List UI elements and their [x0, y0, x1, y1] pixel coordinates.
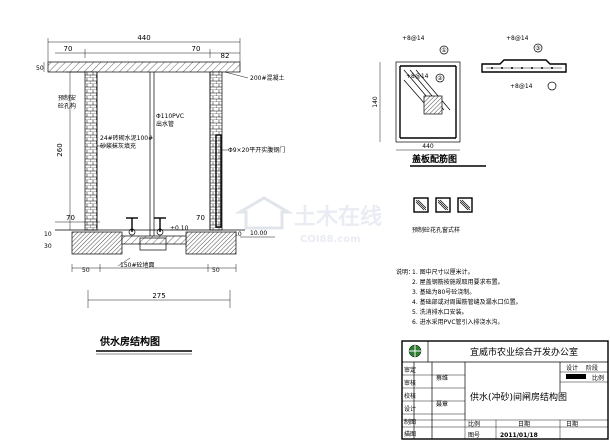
right-footing: [185, 231, 237, 255]
note-item: 3. 基础为80号砼浇制。: [412, 288, 475, 296]
wall-hole-note-1: 预制安: [58, 94, 76, 102]
drain-sump: [139, 237, 167, 251]
main-section-view: 440 70 70 82 200#混凝土 50 260 预制安 砼孔构 2: [36, 34, 285, 355]
tb-checker: 聂章: [436, 400, 448, 408]
wall-note-line1: 24#砖砌水泥100#: [100, 134, 153, 142]
tb-scale-bar: [566, 374, 586, 379]
rebar-right-top-label: +8@14: [506, 35, 529, 42]
tb-row-label: 校核: [404, 392, 416, 400]
pipe-note-2: 出水管: [156, 120, 174, 128]
org-name: 宜威市农业综合开发办公室: [470, 346, 578, 358]
note-item: 5. 洗消排水口安装。: [412, 308, 468, 316]
watermark-house-icon: [234, 196, 294, 230]
bubble-3: [533, 43, 543, 53]
tb-scale-label: 比例: [468, 420, 480, 428]
tb-date: 2011/01/18: [500, 432, 538, 439]
tb-row-label: 审核: [404, 379, 416, 387]
bubble-1: [439, 45, 449, 55]
dim-left-30: 30: [44, 243, 52, 250]
title-block: 宜威市农业综合开发办公室 审定 审核 校核 设计 制图 描图 蔡维 聂章 供水(…: [401, 340, 609, 440]
dim-top-width: 440: [137, 34, 150, 42]
dim-base-275: 275: [152, 292, 165, 300]
level-mark: ±0.10: [170, 225, 189, 232]
bubble-2-text: ②: [437, 75, 443, 82]
detail-dim-140: 140: [372, 96, 379, 108]
note-item: 1. 图中尺寸以厘米计。: [412, 268, 474, 276]
rebar-detail-view: 140 440 +8@14 ① +8@14 ② +8@14 ③ +8@14 盖板…: [372, 35, 567, 234]
detail-dim-440: 440: [422, 143, 434, 150]
tb-date-label-2: 日期: [566, 420, 578, 428]
bubble-2: [435, 73, 445, 83]
tb-designer: 蔡维: [436, 374, 448, 382]
notes-heading: 说明：: [396, 268, 414, 276]
watermark: 土木在线 COI88.com: [234, 196, 382, 245]
rebar-top-label: +8@14: [402, 35, 425, 42]
watermark-brand: 土木在线: [294, 204, 382, 230]
roof-slab: [47, 61, 241, 73]
pipe-note-1: Φ110PVC: [156, 113, 184, 120]
tb-row-label: 审定: [404, 366, 416, 374]
dim-top-left-70: 70: [64, 45, 73, 53]
dim-left-10: 10: [44, 231, 52, 238]
floor-slab: [121, 235, 187, 245]
note-item: 6. 进水采用PVC管引入排浇水沟。: [412, 318, 504, 326]
dim-bottom-right-50: 50: [212, 267, 220, 274]
rebar-dots: [491, 67, 553, 69]
dim-height-260: 260: [56, 143, 64, 156]
cover-plate-outline: [395, 61, 461, 143]
tb-right-label: 设计: [566, 364, 578, 372]
ground-level: 10.00: [250, 230, 267, 237]
tb-right-label: 比例: [592, 374, 604, 382]
dim-bottom-left-70: 70: [66, 214, 75, 222]
tb-row-label: 描图: [404, 430, 416, 438]
bubble-3-text: ③: [535, 45, 540, 52]
note-item: 2. 屋盖钢筋按施规取用要求布置。: [412, 278, 504, 286]
dim-right-10: 10: [234, 231, 242, 238]
watermark-url: COI88.com: [300, 234, 361, 245]
rebar-corner: [423, 95, 443, 115]
left-footing: [71, 231, 123, 255]
tb-right-label: 阶段: [586, 364, 598, 372]
detail-title: 盖板配筋图: [412, 153, 457, 165]
tb-row-label: 制图: [404, 418, 416, 426]
dim-top-right-70: 70: [192, 45, 201, 53]
window-samples: [413, 197, 473, 213]
org-logo: [408, 344, 422, 358]
tb-date-label: 日期: [518, 420, 530, 428]
plate-section: [481, 59, 567, 73]
left-brick-wall: [84, 71, 98, 231]
window-label: 预制砼花孔窗式样: [412, 226, 460, 234]
valve-left: [126, 217, 138, 236]
door-frame: [215, 134, 222, 228]
drawing-name: 供水(冲砂)间闸房结构图: [470, 391, 567, 403]
valve-right: [154, 217, 166, 236]
dim-left-50: 50: [36, 65, 44, 72]
floor-note: 150#砼地面: [120, 261, 154, 269]
tb-fig-label: 图号: [468, 432, 480, 439]
roof-slab-label: 200#混凝土: [250, 74, 284, 82]
wall-hole-note-2: 砼孔构: [58, 102, 76, 110]
wall-note-line2: 砂浆抹灰填充: [100, 142, 136, 150]
dim-bottom-left-50: 50: [82, 267, 90, 274]
tb-row-label: 设计: [404, 405, 416, 413]
dim-right-82: 82: [221, 52, 230, 60]
notes-block: 说明： 1. 图中尺寸以厘米计。 2. 屋盖钢筋按施规取用要求布置。 3. 基础…: [396, 268, 522, 326]
rebar-mid-label: +8@14: [406, 73, 429, 80]
main-view-title: 供水房结构图: [99, 335, 160, 348]
bubble-4: [547, 81, 557, 91]
bubble-1-text: ①: [441, 47, 446, 54]
rebar-right-bottom-label: +8@14: [510, 83, 533, 90]
dim-bottom-right-70: 70: [196, 214, 205, 222]
door-note: Φ9×20平开实腹钢门: [228, 146, 285, 154]
note-item: 4. 基础部或对周围筋管缝及漏水口位置。: [412, 298, 522, 306]
